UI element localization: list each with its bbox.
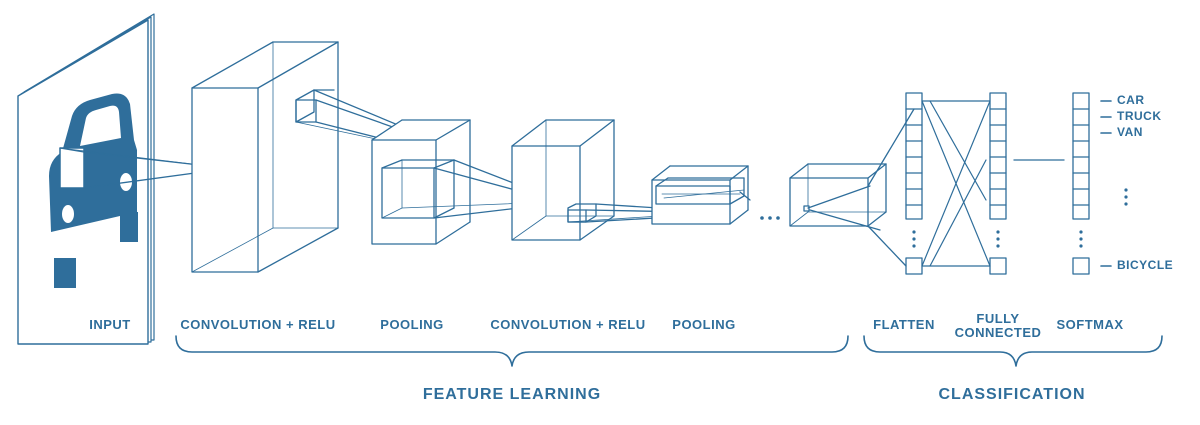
car-icon — [49, 93, 138, 288]
conv1-volume — [191, 41, 339, 273]
label-fully-connected: FULLY CONNECTED — [954, 311, 1042, 341]
label-pool1: POOLING — [380, 317, 444, 332]
ellipsis-dots — [760, 216, 780, 220]
label-flatten: FLATTEN — [873, 317, 935, 332]
label-conv1: CONVOLUTION + RELU — [180, 317, 336, 332]
label-conv2: CONVOLUTION + RELU — [490, 317, 646, 332]
label-input: INPUT — [89, 317, 131, 332]
fc-connections — [921, 100, 991, 267]
class-truck: TRUCK — [1117, 109, 1162, 123]
class-car: CAR — [1117, 93, 1145, 107]
softmax-column — [1072, 92, 1128, 275]
input-image — [17, 13, 155, 345]
conv2-volume — [511, 119, 615, 241]
final-feature-volume — [789, 163, 887, 227]
class-van: VAN — [1117, 125, 1143, 139]
group-classification: CLASSIFICATION — [938, 386, 1086, 403]
feature-learning-brace — [175, 335, 849, 367]
flatten-column — [905, 92, 923, 275]
classification-brace — [863, 335, 1163, 367]
pool1-volume — [371, 119, 471, 245]
label-pool2: POOLING — [672, 317, 736, 332]
label-softmax: SOFTMAX — [1056, 317, 1124, 332]
label-fully-connected-line1: FULLY — [976, 311, 1020, 326]
group-feature-learning: FEATURE LEARNING — [422, 386, 602, 403]
label-fully-connected-line2: CONNECTED — [954, 325, 1042, 341]
class-bicycle: BICYCLE — [1117, 258, 1174, 272]
fully-connected-column — [989, 92, 1007, 275]
pool2-volume — [651, 165, 751, 225]
